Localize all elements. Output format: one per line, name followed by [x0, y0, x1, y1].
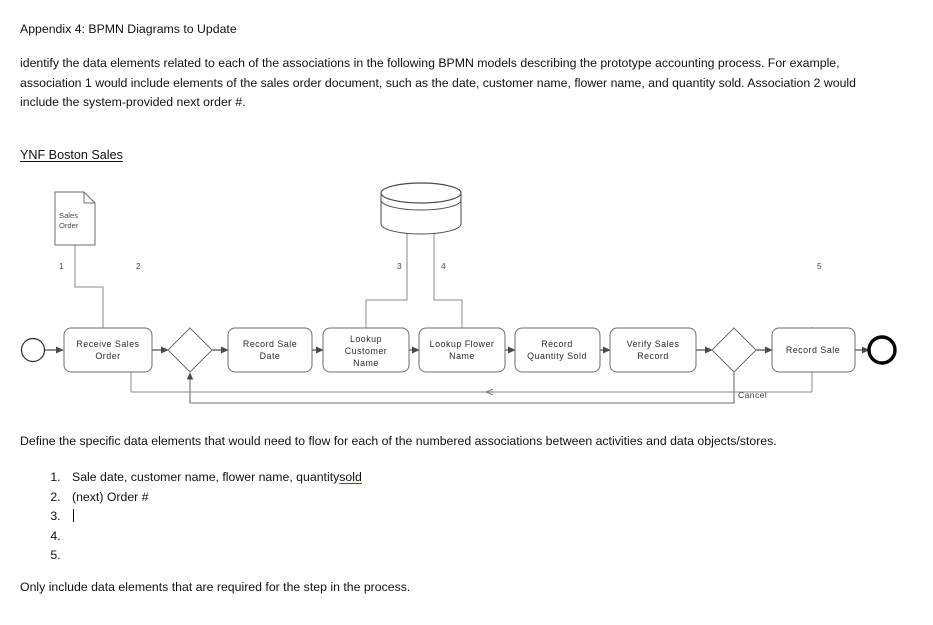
task-label-line: Lookup Flower	[430, 339, 495, 349]
data-store-cylinder	[380, 182, 462, 235]
task-label-line: Lookup	[350, 334, 382, 344]
cancel-loop-flow: Cancel	[186, 372, 767, 404]
task-label-line: Date	[260, 351, 281, 361]
define-paragraph: Define the specific data elements that w…	[20, 434, 777, 448]
list-item[interactable]: Sale date, customer name, flower name, q…	[64, 468, 362, 488]
task-label-line: Name	[353, 358, 379, 368]
section-heading: YNF Boston Sales	[20, 148, 123, 162]
list-item[interactable]	[64, 546, 362, 566]
association-5-number: 5	[817, 261, 822, 271]
data-object-sales-order: Sales Order	[54, 191, 96, 246]
task-label-line: Record Sale	[786, 345, 840, 355]
task-label-line: Name	[449, 351, 475, 361]
association-1-line	[74, 245, 106, 338]
bpmn-diagram: 1 2 3 4 5 Sales Order	[0, 170, 933, 415]
spellchecked-word: sold	[339, 470, 362, 484]
task-lookup-customer-name: Lookup Customer Name	[322, 327, 410, 373]
task-label-line: Order	[95, 351, 120, 361]
association-3-line	[363, 232, 408, 338]
appendix-title: Appendix 4: BPMN Diagrams to Update	[20, 22, 237, 36]
task-label-line: Receive Sales	[76, 339, 139, 349]
task-lookup-flower-name: Lookup Flower Name	[418, 327, 506, 373]
answer-list[interactable]: Sale date, customer name, flower name, q…	[40, 468, 362, 566]
task-label-line: Record	[637, 351, 669, 361]
association-4-number: 4	[441, 261, 446, 271]
task-label-line: Customer	[345, 346, 387, 356]
task-receive-sales-order: Receive Sales Order	[63, 327, 153, 373]
list-item[interactable]: (next) Order #	[64, 488, 362, 508]
start-event	[20, 337, 46, 363]
data-object-label-line2: Order	[59, 221, 79, 230]
task-label-line: Quantity Sold	[527, 351, 587, 361]
task-label-line: Record	[541, 339, 573, 349]
association-1-number: 1	[59, 261, 64, 271]
association-4-line	[433, 232, 465, 338]
answer-text: Sale date, customer name, flower name, q…	[72, 470, 340, 484]
association-2-number: 2	[136, 261, 141, 271]
answer-text: (next) Order #	[72, 489, 149, 504]
task-record-sale: Record Sale	[771, 327, 856, 373]
list-item[interactable]	[64, 507, 362, 527]
cancel-label: Cancel	[738, 390, 767, 400]
list-item[interactable]	[64, 527, 362, 547]
end-event	[867, 335, 897, 365]
intro-paragraph: identify the data elements related to ea…	[20, 56, 856, 109]
gateway-1	[167, 327, 213, 373]
association-3-number: 3	[397, 261, 402, 271]
gateway-2	[711, 327, 757, 373]
data-object-label-line1: Sales	[59, 211, 78, 220]
task-record-sale-date: Record Sale Date	[227, 327, 313, 373]
closing-paragraph: Only include data elements that are requ…	[20, 580, 411, 594]
task-record-quantity-sold: Record Quantity Sold	[514, 327, 601, 373]
task-label-line: Verify Sales	[627, 339, 680, 349]
task-label-line: Record Sale	[243, 339, 297, 349]
text-cursor	[73, 509, 74, 523]
task-verify-sales-record: Verify Sales Record	[609, 327, 697, 373]
